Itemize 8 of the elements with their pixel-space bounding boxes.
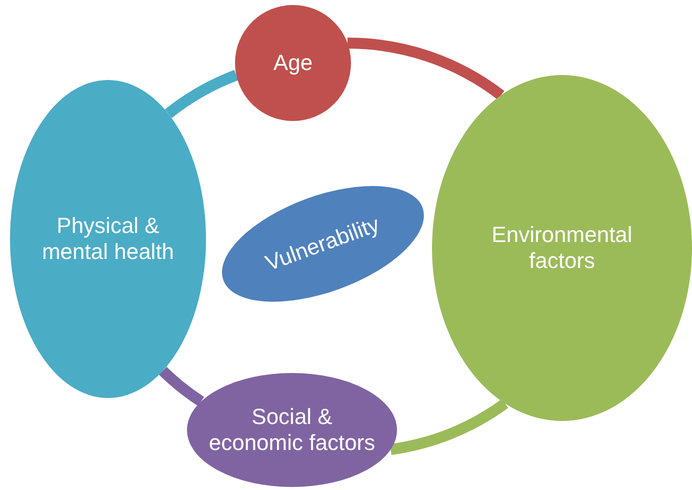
arc-connector: [390, 398, 508, 455]
arc-connector: [159, 366, 204, 406]
node-label: Physical & mental health: [40, 213, 176, 265]
node-label: Environmental factors: [490, 222, 634, 274]
node-label: Age: [273, 50, 313, 76]
arc-connector: [347, 38, 504, 100]
arc-connector: [165, 70, 238, 118]
node-label: Social & economic factors: [208, 404, 376, 456]
